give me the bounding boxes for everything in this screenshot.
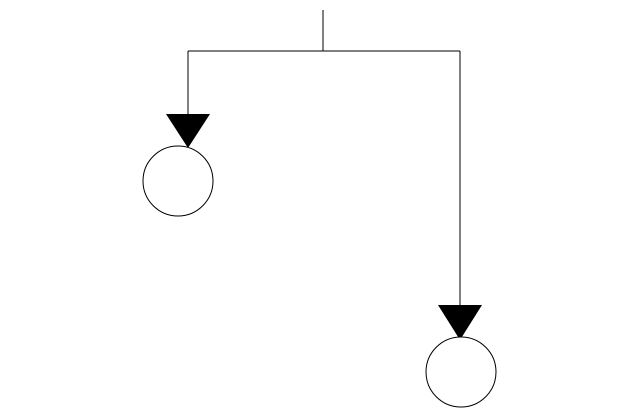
left-node-circle	[142, 145, 214, 217]
right-node-circle	[425, 336, 497, 408]
left-arrowhead	[166, 114, 210, 148]
right-arrowhead	[438, 305, 482, 340]
